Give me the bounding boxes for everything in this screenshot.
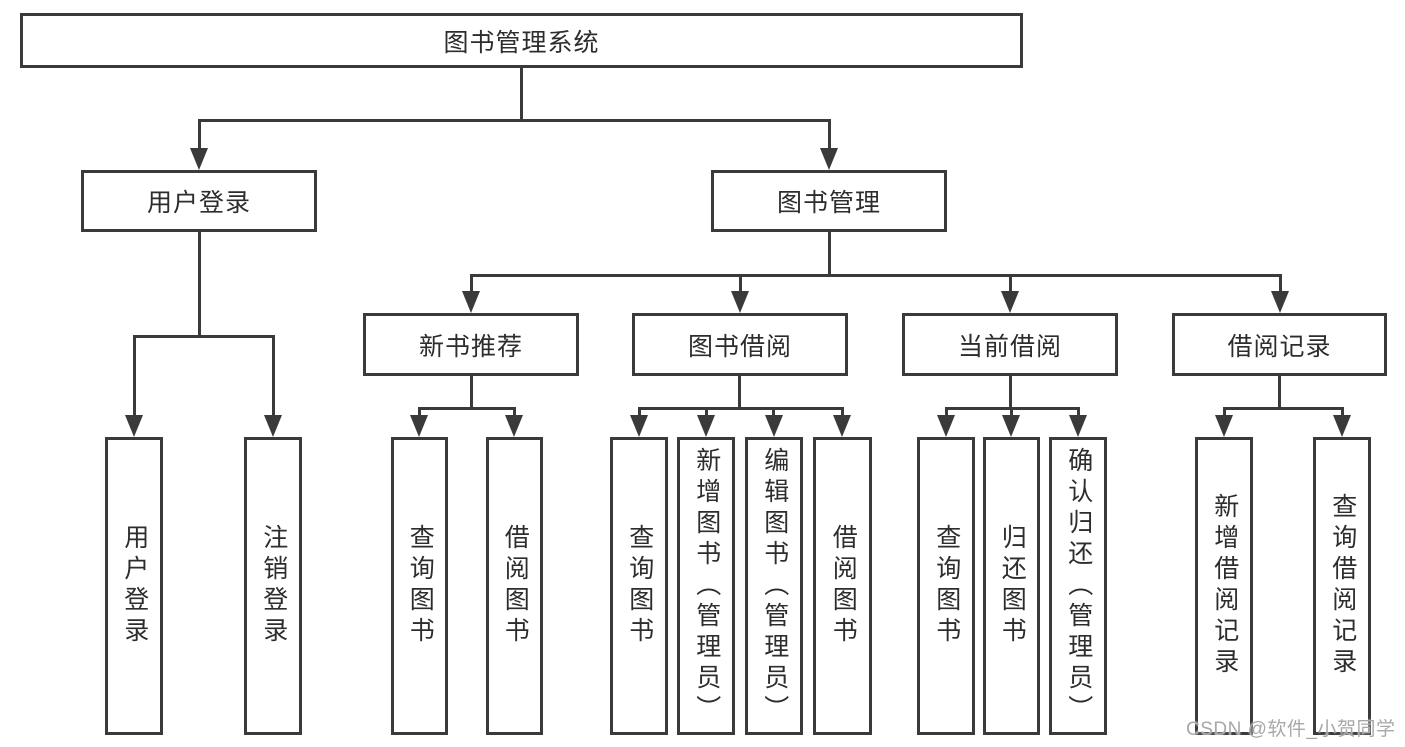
connector-line [470,274,473,294]
leaf-label: 新增借阅记录 [1210,493,1239,679]
node-label: 用户登录 [146,189,251,217]
connector-line [638,407,844,410]
leaf-query-borrow-record: 查询借阅记录 [1313,437,1371,735]
leaf-confirm-return-admin: 确认归还（管理员） [1049,437,1107,735]
connector-line [841,407,844,419]
connector-line [1009,274,1012,294]
leaf-label: 查询图书 [625,524,654,648]
node-label: 图书管理系统 [443,28,600,57]
arrow-down-icon [125,415,143,437]
watermark-text: CSDN @软件_小贺同学 [1186,719,1396,740]
arrow-down-icon [630,415,648,437]
arrow-down-icon [505,415,523,437]
connector-line [738,376,741,407]
leaf-label: 注销登录 [259,524,288,648]
arrow-down-icon [833,415,851,437]
arrow-down-icon [1001,291,1019,313]
node-label: 图书管理 [776,189,881,217]
node-new-book-recommend: 新书推荐 [363,313,579,376]
connector-line [1279,274,1282,294]
leaf-label: 借阅图书 [829,524,858,648]
leaf-query-books-recommend: 查询图书 [391,437,448,735]
connector-line [1341,407,1344,419]
arrow-down-icon [462,291,480,313]
leaf-label: 用户登录 [120,524,149,648]
arrow-down-icon [1271,291,1289,313]
connector-line [418,407,516,410]
connector-line [705,407,708,419]
node-label: 借阅记录 [1227,332,1332,361]
leaf-label: 查询借阅记录 [1328,493,1357,679]
leaf-logout: 注销登录 [244,437,302,735]
connector-line [520,68,523,119]
leaf-query-books-current: 查询图书 [917,437,975,735]
node-book-management: 图书管理 [711,170,947,232]
node-book-borrow: 图书借阅 [632,313,848,376]
connector-line [772,407,775,419]
arrow-down-icon [731,291,749,313]
connector-line [133,335,136,417]
node-label: 新书推荐 [418,332,523,361]
arrow-down-icon [1333,415,1351,437]
connector-line [470,376,473,407]
connector-line [470,274,1281,277]
node-library-system: 图书管理系统 [20,13,1023,68]
connector-line [1077,407,1080,419]
leaf-label: 编辑图书（管理员） [760,446,789,726]
connector-line [828,232,831,274]
arrow-down-icon [1215,415,1233,437]
arrow-down-icon [1069,415,1087,437]
leaf-label: 查询图书 [406,524,435,648]
connector-line [198,119,831,122]
connector-line [1010,407,1013,419]
leaf-return-books: 归还图书 [983,437,1040,735]
connector-line [272,335,275,417]
connector-line [1223,407,1226,419]
leaf-label: 借阅图书 [501,524,530,648]
leaf-add-borrow-record: 新增借阅记录 [1195,437,1253,735]
leaf-label: 确认归还（管理员） [1064,446,1093,726]
connector-line [418,407,421,419]
connector-line [1278,376,1281,407]
connector-line [198,119,201,150]
connector-line [513,407,516,419]
node-borrow-records: 借阅记录 [1172,313,1387,376]
leaf-add-book-admin: 新增图书（管理员） [677,437,735,735]
node-label: 当前借阅 [957,332,1062,361]
connector-line [638,407,641,419]
node-label: 图书借阅 [687,332,792,361]
leaf-label: 归还图书 [998,524,1027,648]
arrow-down-icon [820,148,838,170]
connector-line [198,232,201,335]
leaf-label: 新增图书（管理员） [692,446,721,726]
leaf-user-login: 用户登录 [105,437,163,735]
node-current-borrow: 当前借阅 [902,313,1118,376]
connector-line [133,335,275,338]
leaf-borrow-books-recommend: 借阅图书 [486,437,543,735]
arrow-down-icon [697,415,715,437]
node-user-login: 用户登录 [81,170,317,232]
connector-line [739,274,742,294]
connector-line [1009,376,1012,407]
arrow-down-icon [1002,415,1020,437]
arrow-down-icon [190,148,208,170]
connector-line [1223,407,1343,410]
leaf-label: 查询图书 [932,524,961,648]
arrow-down-icon [410,415,428,437]
leaf-borrow-books-2: 借阅图书 [813,437,872,735]
leaf-edit-book-admin: 编辑图书（管理员） [745,437,803,735]
arrow-down-icon [765,415,783,437]
leaf-query-books-borrow: 查询图书 [610,437,668,735]
connector-line [945,407,948,419]
connector-line [828,119,831,150]
arrow-down-icon [264,415,282,437]
arrow-down-icon [937,415,955,437]
